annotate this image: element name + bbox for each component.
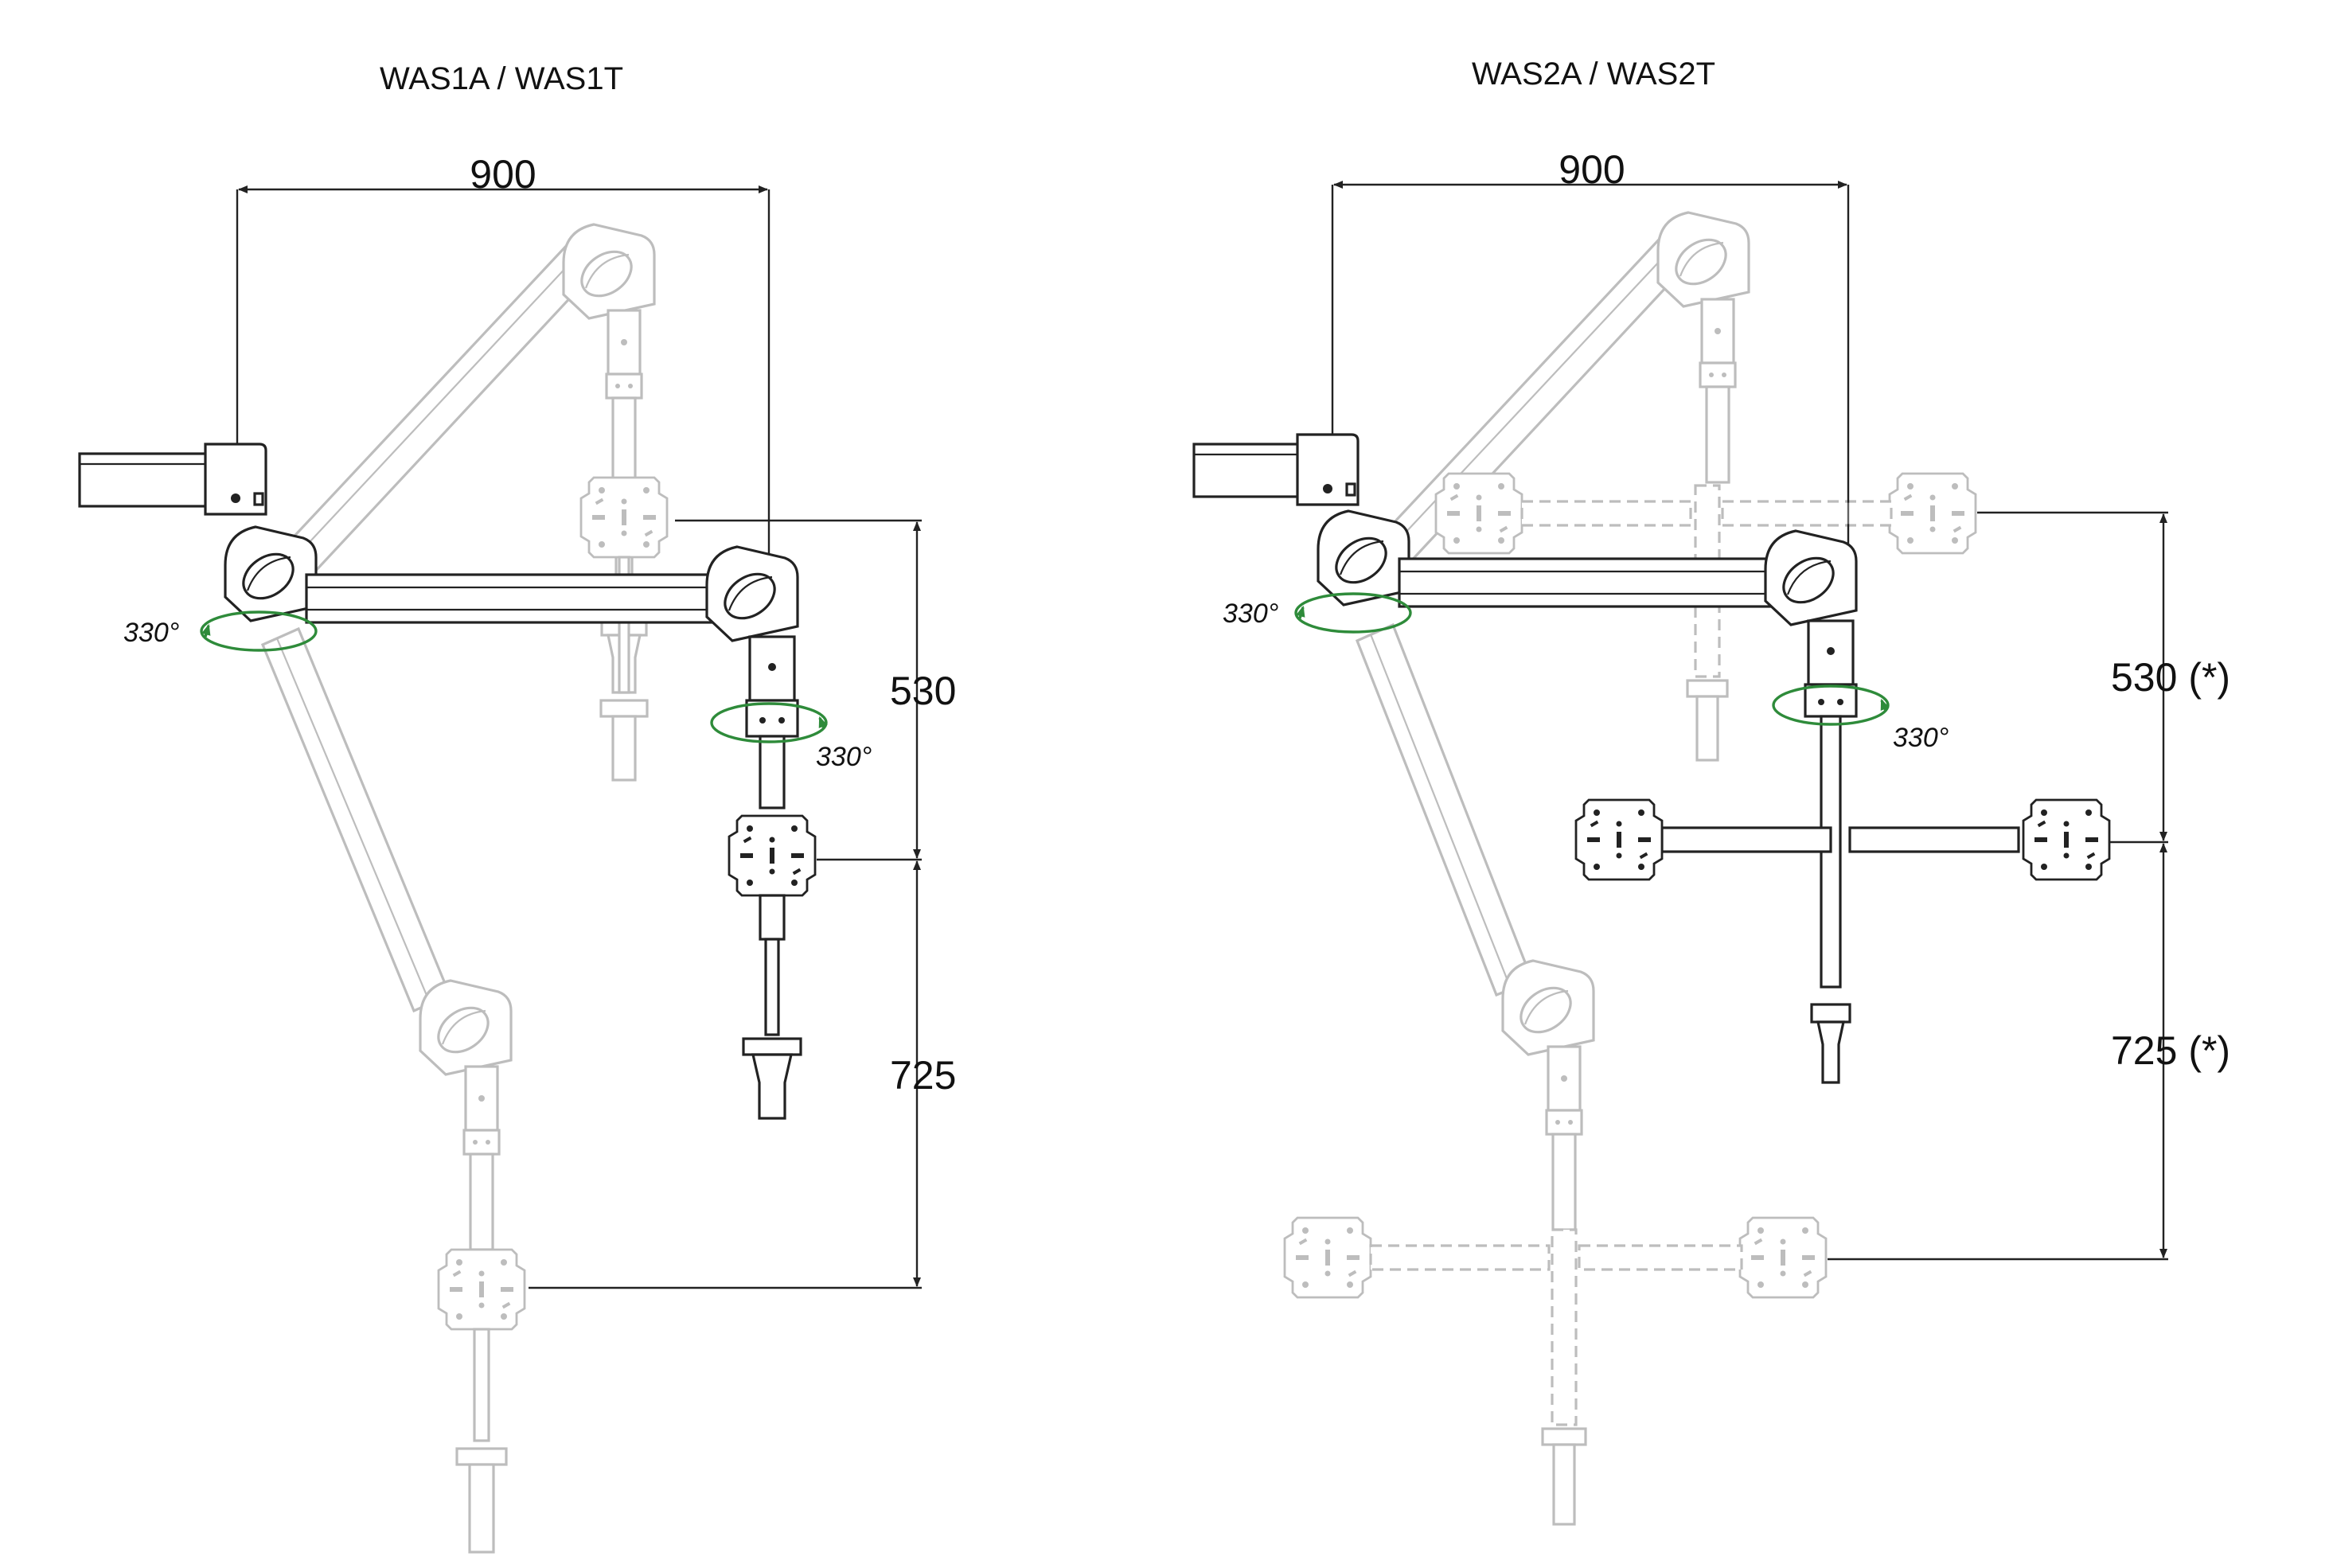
right-ghost-lower-arm <box>1283 622 1828 1526</box>
left-ghost-upper-arm <box>272 223 669 782</box>
left-elbow-knuckle <box>705 545 799 642</box>
right-base-knuckle <box>1317 509 1410 607</box>
right-wall-rail <box>1192 433 1360 506</box>
right-ghost-upper-arm <box>1367 211 1977 762</box>
left-model-title: WAS1A / WAS1T <box>380 61 623 96</box>
right-reach-label: 900 <box>1559 147 1625 192</box>
left-base-rotation-label: 330° <box>123 618 179 648</box>
left-lower-height-label: 725 <box>890 1053 956 1098</box>
right-base-rotation-label: 330° <box>1223 599 1278 629</box>
right-elbow-rotation-label: 330° <box>1893 723 1949 753</box>
left-main-arm <box>305 573 722 624</box>
left-drawing: WAS1A / WAS1T 900 <box>78 61 956 1554</box>
left-ghost-lower-arm <box>260 626 526 1554</box>
left-base-rotation <box>200 610 318 652</box>
left-reach-label: 900 <box>470 152 536 197</box>
right-main-arm <box>1398 557 1775 608</box>
right-upper-height-label: 530 (*) <box>2111 655 2230 700</box>
right-lower-height-label: 725 (*) <box>2111 1028 2230 1073</box>
left-wall-rail <box>78 443 267 516</box>
right-base-rotation <box>1294 592 1412 634</box>
right-drawing: WAS2A / WAS2T 900 <box>1192 57 2230 1526</box>
right-elbow-rotation <box>1772 685 1890 726</box>
right-monitor-post <box>1574 619 2111 1084</box>
left-upper-height-label: 530 <box>890 669 956 713</box>
left-elbow-rotation <box>710 702 828 743</box>
left-base-knuckle <box>224 525 318 622</box>
left-monitor-post <box>728 635 817 1120</box>
right-elbow-knuckle <box>1764 529 1858 626</box>
right-model-title: WAS2A / WAS2T <box>1472 57 1715 92</box>
left-elbow-rotation-label: 330° <box>816 742 872 772</box>
